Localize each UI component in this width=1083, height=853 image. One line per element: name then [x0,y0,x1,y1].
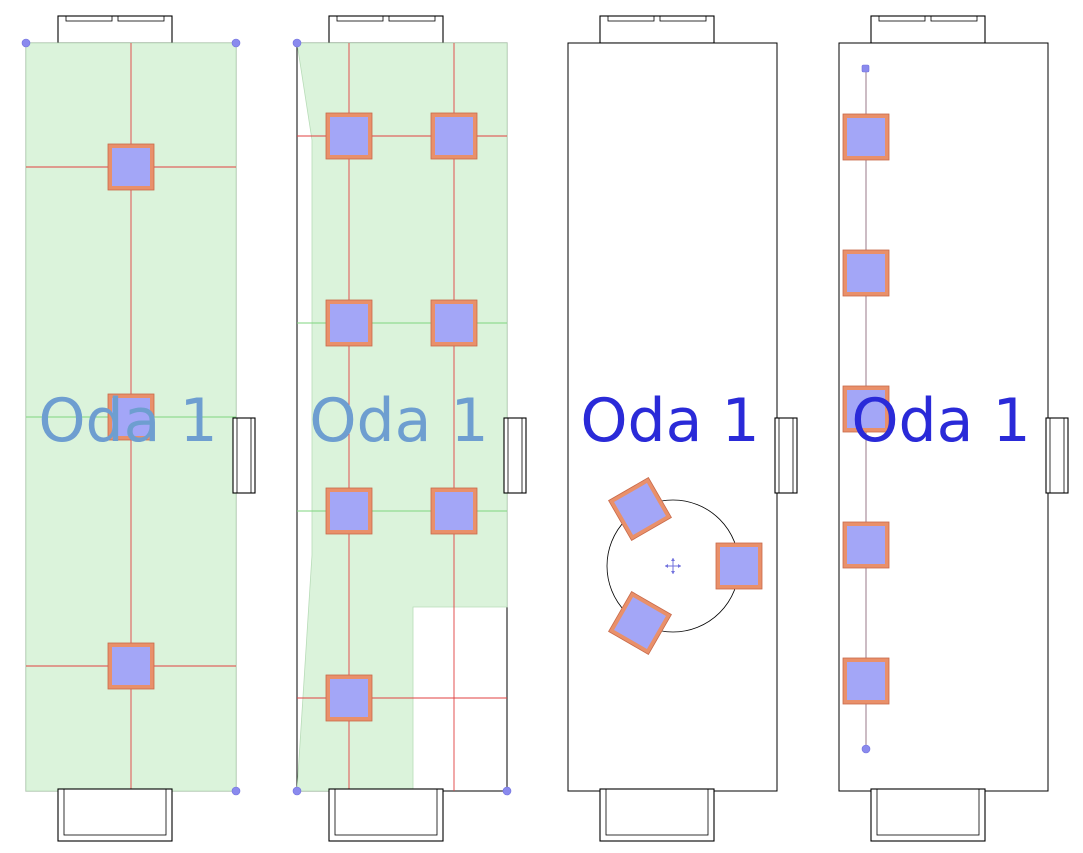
window-top [328,15,444,44]
light-fixture[interactable] [842,249,890,297]
door-right [503,417,527,494]
corner-handle[interactable] [21,38,31,48]
window-top [870,15,986,44]
fixture-bottom [870,788,986,842]
light-fixture[interactable] [325,112,373,160]
light-fixture[interactable] [325,674,373,722]
panel-grid-layout-irregular: Oda 1 [292,15,527,842]
corner-handle[interactable] [502,786,512,796]
light-fixture[interactable] [608,477,672,541]
light-fixture[interactable] [325,299,373,347]
light-fixture[interactable] [107,143,155,191]
panel-linear-layout: Oda 1 [838,15,1069,842]
door-right [1045,417,1069,494]
panel-grid-layout: Oda 1 [21,15,256,842]
corner-handle[interactable] [292,38,302,48]
light-fixture[interactable] [107,642,155,690]
light-fixture[interactable] [842,385,890,433]
room-label: Oda 1 [309,386,488,456]
door-right [232,417,256,494]
light-fixture[interactable] [608,591,672,655]
room-outline [567,42,778,792]
window-top [57,15,173,44]
corner-handle[interactable] [231,786,241,796]
corner-handle[interactable] [292,786,302,796]
move-cross-icon[interactable] [665,558,681,574]
light-fixture[interactable] [430,112,478,160]
line-end-handle[interactable] [861,744,871,754]
light-fixture[interactable] [842,657,890,705]
door-right [774,417,798,494]
light-fixture[interactable] [842,113,890,161]
line-end-handle[interactable] [861,64,870,73]
light-fixture[interactable] [325,487,373,535]
room-label: Oda 1 [851,386,1030,456]
light-fixture[interactable] [107,393,155,441]
window-top [599,15,715,44]
light-fixture[interactable] [715,542,763,590]
room-label: Oda 1 [38,386,217,456]
corner-handle[interactable] [231,38,241,48]
room-label: Oda 1 [580,386,759,456]
fixture-bottom [599,788,715,842]
fixture-bottom [328,788,444,842]
panel-radial-layout: Oda 1 [567,15,798,842]
light-fixture[interactable] [430,487,478,535]
light-fixture[interactable] [430,299,478,347]
fixture-bottom [57,788,173,842]
light-fixture[interactable] [842,521,890,569]
